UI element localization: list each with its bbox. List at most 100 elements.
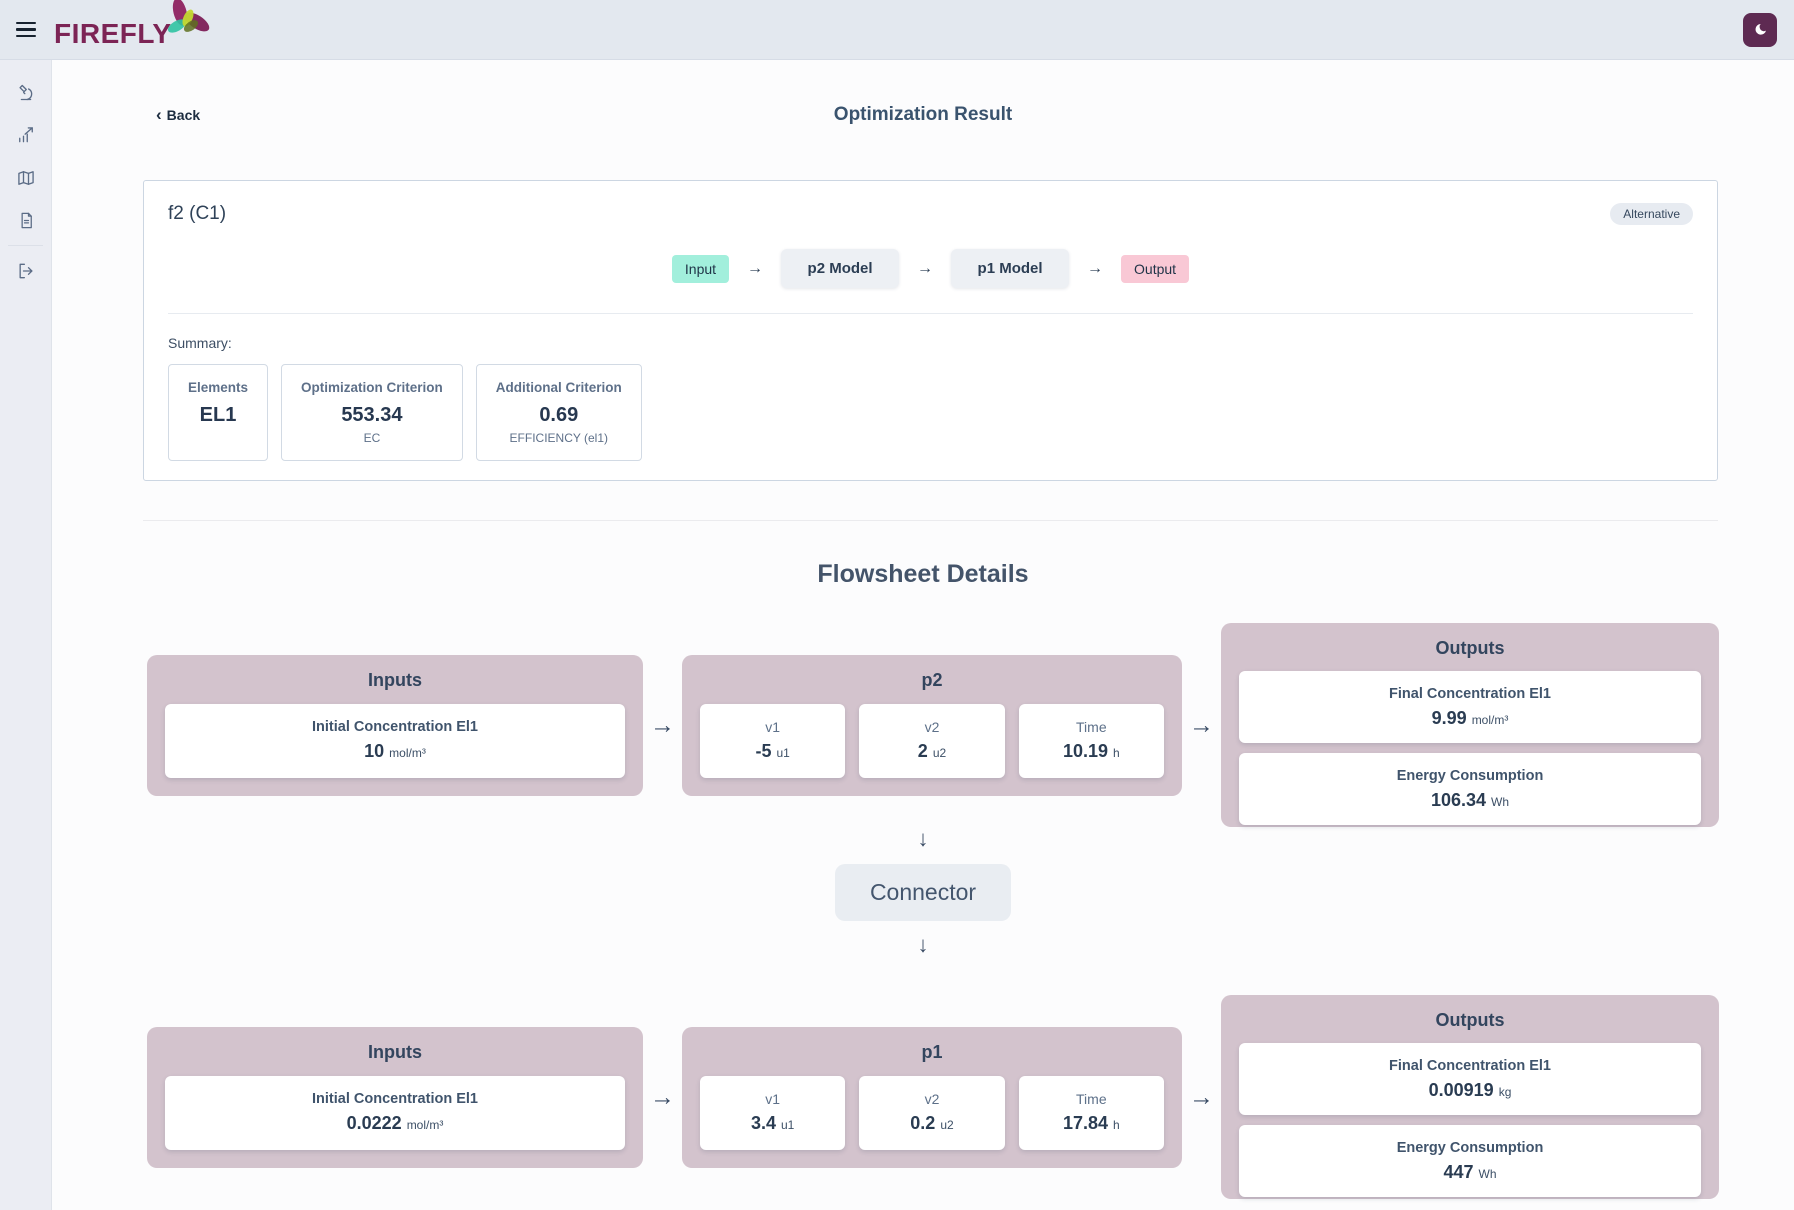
document-icon [21,212,32,229]
param-value: 10.19 [1062,741,1108,761]
param-card: Time 10.19 h [1018,703,1164,778]
summary-card-title: Optimization Criterion [301,380,443,395]
param-unit: u2 [940,1118,954,1132]
sidebar-item-reports[interactable] [0,199,52,242]
main-content: ‹ Back Optimization Result f2 (C1) Alter… [52,60,1794,1210]
outputs-panel: Outputs Final Concentration El1 9.99 mol… [1221,623,1719,827]
output-label: Final Concentration El1 [1389,1057,1551,1074]
summary-card-title: Elements [188,380,249,395]
param-value: 3.4 [750,1113,776,1133]
param-card: v1 3.4 u1 [700,1075,846,1150]
sidebar-item-experiments[interactable] [0,70,52,113]
flow-input-badge: Input [671,254,730,283]
back-button[interactable]: ‹ Back [156,106,200,123]
output-value: 9.99 [1431,707,1467,728]
arrow-right-icon: → [747,259,764,277]
output-card: Energy Consumption 106.34 Wh [1239,753,1701,825]
flow-diagram: Input → p2 Model → p1 Model → Output [168,249,1693,288]
output-value: 0.00919 [1428,1079,1494,1100]
app-header: FIREFLY [0,0,1794,60]
sidebar-item-map[interactable] [0,156,52,199]
panel-title: Inputs [368,669,422,690]
input-card: Initial Concentration El1 10 mol/m³ [165,703,625,778]
brand-name: FIREFLY [54,17,172,49]
input-unit: mol/m³ [389,746,426,760]
output-unit: kg [1498,1084,1512,1099]
flow-model-chip-p2: p2 Model [781,249,900,288]
sidebar-item-logout[interactable] [0,249,52,292]
param-card: v2 0.2 u2 [859,1075,1005,1150]
output-card: Energy Consumption 447 Wh [1239,1125,1701,1197]
flowsheet-title: Flowsheet Details [817,560,1029,588]
param-card: Time 17.84 h [1018,1075,1164,1150]
outputs-panel: Outputs Final Concentration El1 0.00919 … [1221,995,1719,1199]
input-value: 10 [364,741,385,761]
input-value: 0.0222 [346,1113,402,1133]
connector-section: ↓ Connector ↓ [52,828,1794,956]
param-label: v1 [765,1091,781,1107]
sidebar-divider [8,245,43,246]
param-label: v2 [924,719,940,735]
input-label: Initial Concentration El1 [312,1091,478,1107]
output-card: Final Concentration El1 0.00919 kg [1239,1043,1701,1115]
param-card: v1 -5 u1 [700,703,846,778]
map-icon [18,170,34,185]
alternative-badge: Alternative [1610,203,1693,225]
summary-card-subtitle: EFFICIENCY (el1) [509,431,609,445]
arrow-right-icon: → [650,710,675,739]
param-unit: u2 [932,746,947,760]
process-panel-p1: p1 v1 3.4 u1 v2 0.2 u2 Tim [682,1026,1182,1168]
summary-card-value: EL1 [199,404,237,426]
param-card: v2 2 u2 [859,703,1005,778]
flow-output-badge: Output [1121,254,1190,283]
output-label: Final Concentration El1 [1389,685,1551,702]
page-title: Optimization Result [833,104,1013,125]
arrow-right-icon: → [650,1082,675,1111]
connector-chip: Connector [834,864,1012,921]
brand-logo: FIREFLY [54,0,216,60]
param-label: v2 [924,1091,940,1107]
summary-card-subtitle: EC [363,431,381,445]
param-unit: u1 [776,746,790,760]
summary-card-additional-criterion: Additional Criterion 0.69 EFFICIENCY (el… [475,364,642,461]
inputs-panel: Inputs Initial Concentration El1 0.0222 … [147,1026,643,1168]
arrow-down-icon: ↓ [917,932,929,957]
param-unit: u1 [781,1118,795,1132]
panel-title: Outputs [1435,638,1505,658]
chart-trending-icon [19,126,33,142]
card-divider [168,313,1693,314]
output-unit: Wh [1491,794,1510,809]
moon-icon [1755,23,1766,35]
param-value: 17.84 [1062,1113,1108,1133]
output-card: Final Concentration El1 9.99 mol/m³ [1239,671,1701,743]
microscope-icon [19,84,33,100]
param-label: v1 [765,719,781,735]
summary-card-value: 0.69 [539,404,579,426]
flowsheet-row-1: Inputs Initial Concentration El1 10 mol/… [147,623,1719,827]
section-divider [143,520,1718,521]
summary-card-title: Additional Criterion [495,380,622,395]
panel-title: Outputs [1435,1010,1505,1030]
panel-title: p2 [921,669,943,690]
dark-mode-toggle-button[interactable] [1743,12,1777,47]
hamburger-icon [16,21,36,25]
output-value: 106.34 [1430,789,1487,810]
output-unit: Wh [1478,1166,1497,1181]
hamburger-menu-button[interactable] [6,10,46,50]
sidebar-item-optimization[interactable] [0,113,52,156]
input-label: Initial Concentration El1 [312,719,478,735]
summary-label: Summary: [168,335,232,351]
sidebar [0,60,52,1210]
output-unit: mol/m³ [1471,712,1509,727]
arrow-right-icon: → [1189,710,1214,739]
param-unit: h [1113,746,1120,760]
output-label: Energy Consumption [1396,767,1544,784]
arrow-right-icon: → [1087,259,1104,277]
input-card: Initial Concentration El1 0.0222 mol/m³ [165,1075,625,1150]
summary-card-value: 553.34 [341,404,403,426]
arrow-right-icon: → [917,259,934,277]
summary-card-elements: Elements EL1 [168,364,269,461]
result-card-title: f2 (C1) [168,203,227,224]
param-value: 2 [917,741,928,761]
param-unit: h [1113,1118,1120,1132]
